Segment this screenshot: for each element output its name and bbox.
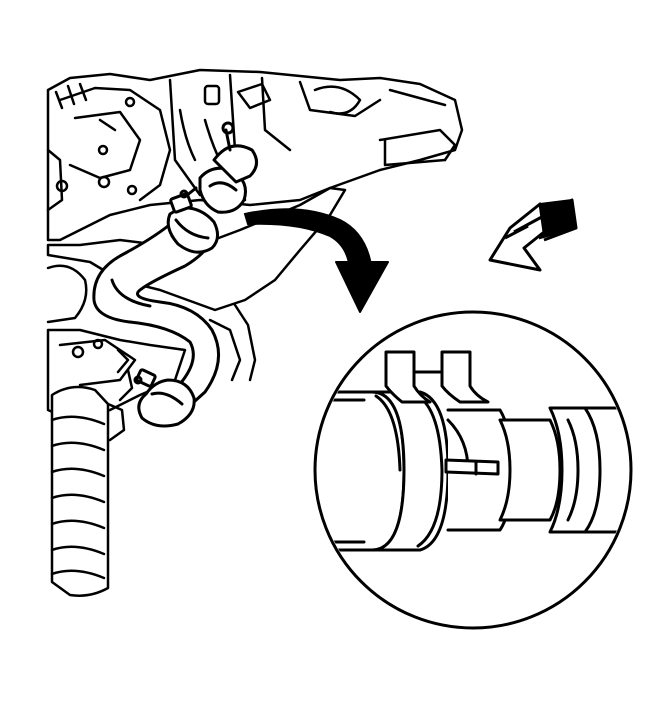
radiator-hose <box>92 121 258 428</box>
view-direction-arrow-icon <box>488 198 578 272</box>
hose-connection-detail <box>317 350 629 552</box>
curved-arrow-icon <box>243 208 389 313</box>
detail-view <box>313 310 633 630</box>
radiator-core <box>50 368 134 597</box>
